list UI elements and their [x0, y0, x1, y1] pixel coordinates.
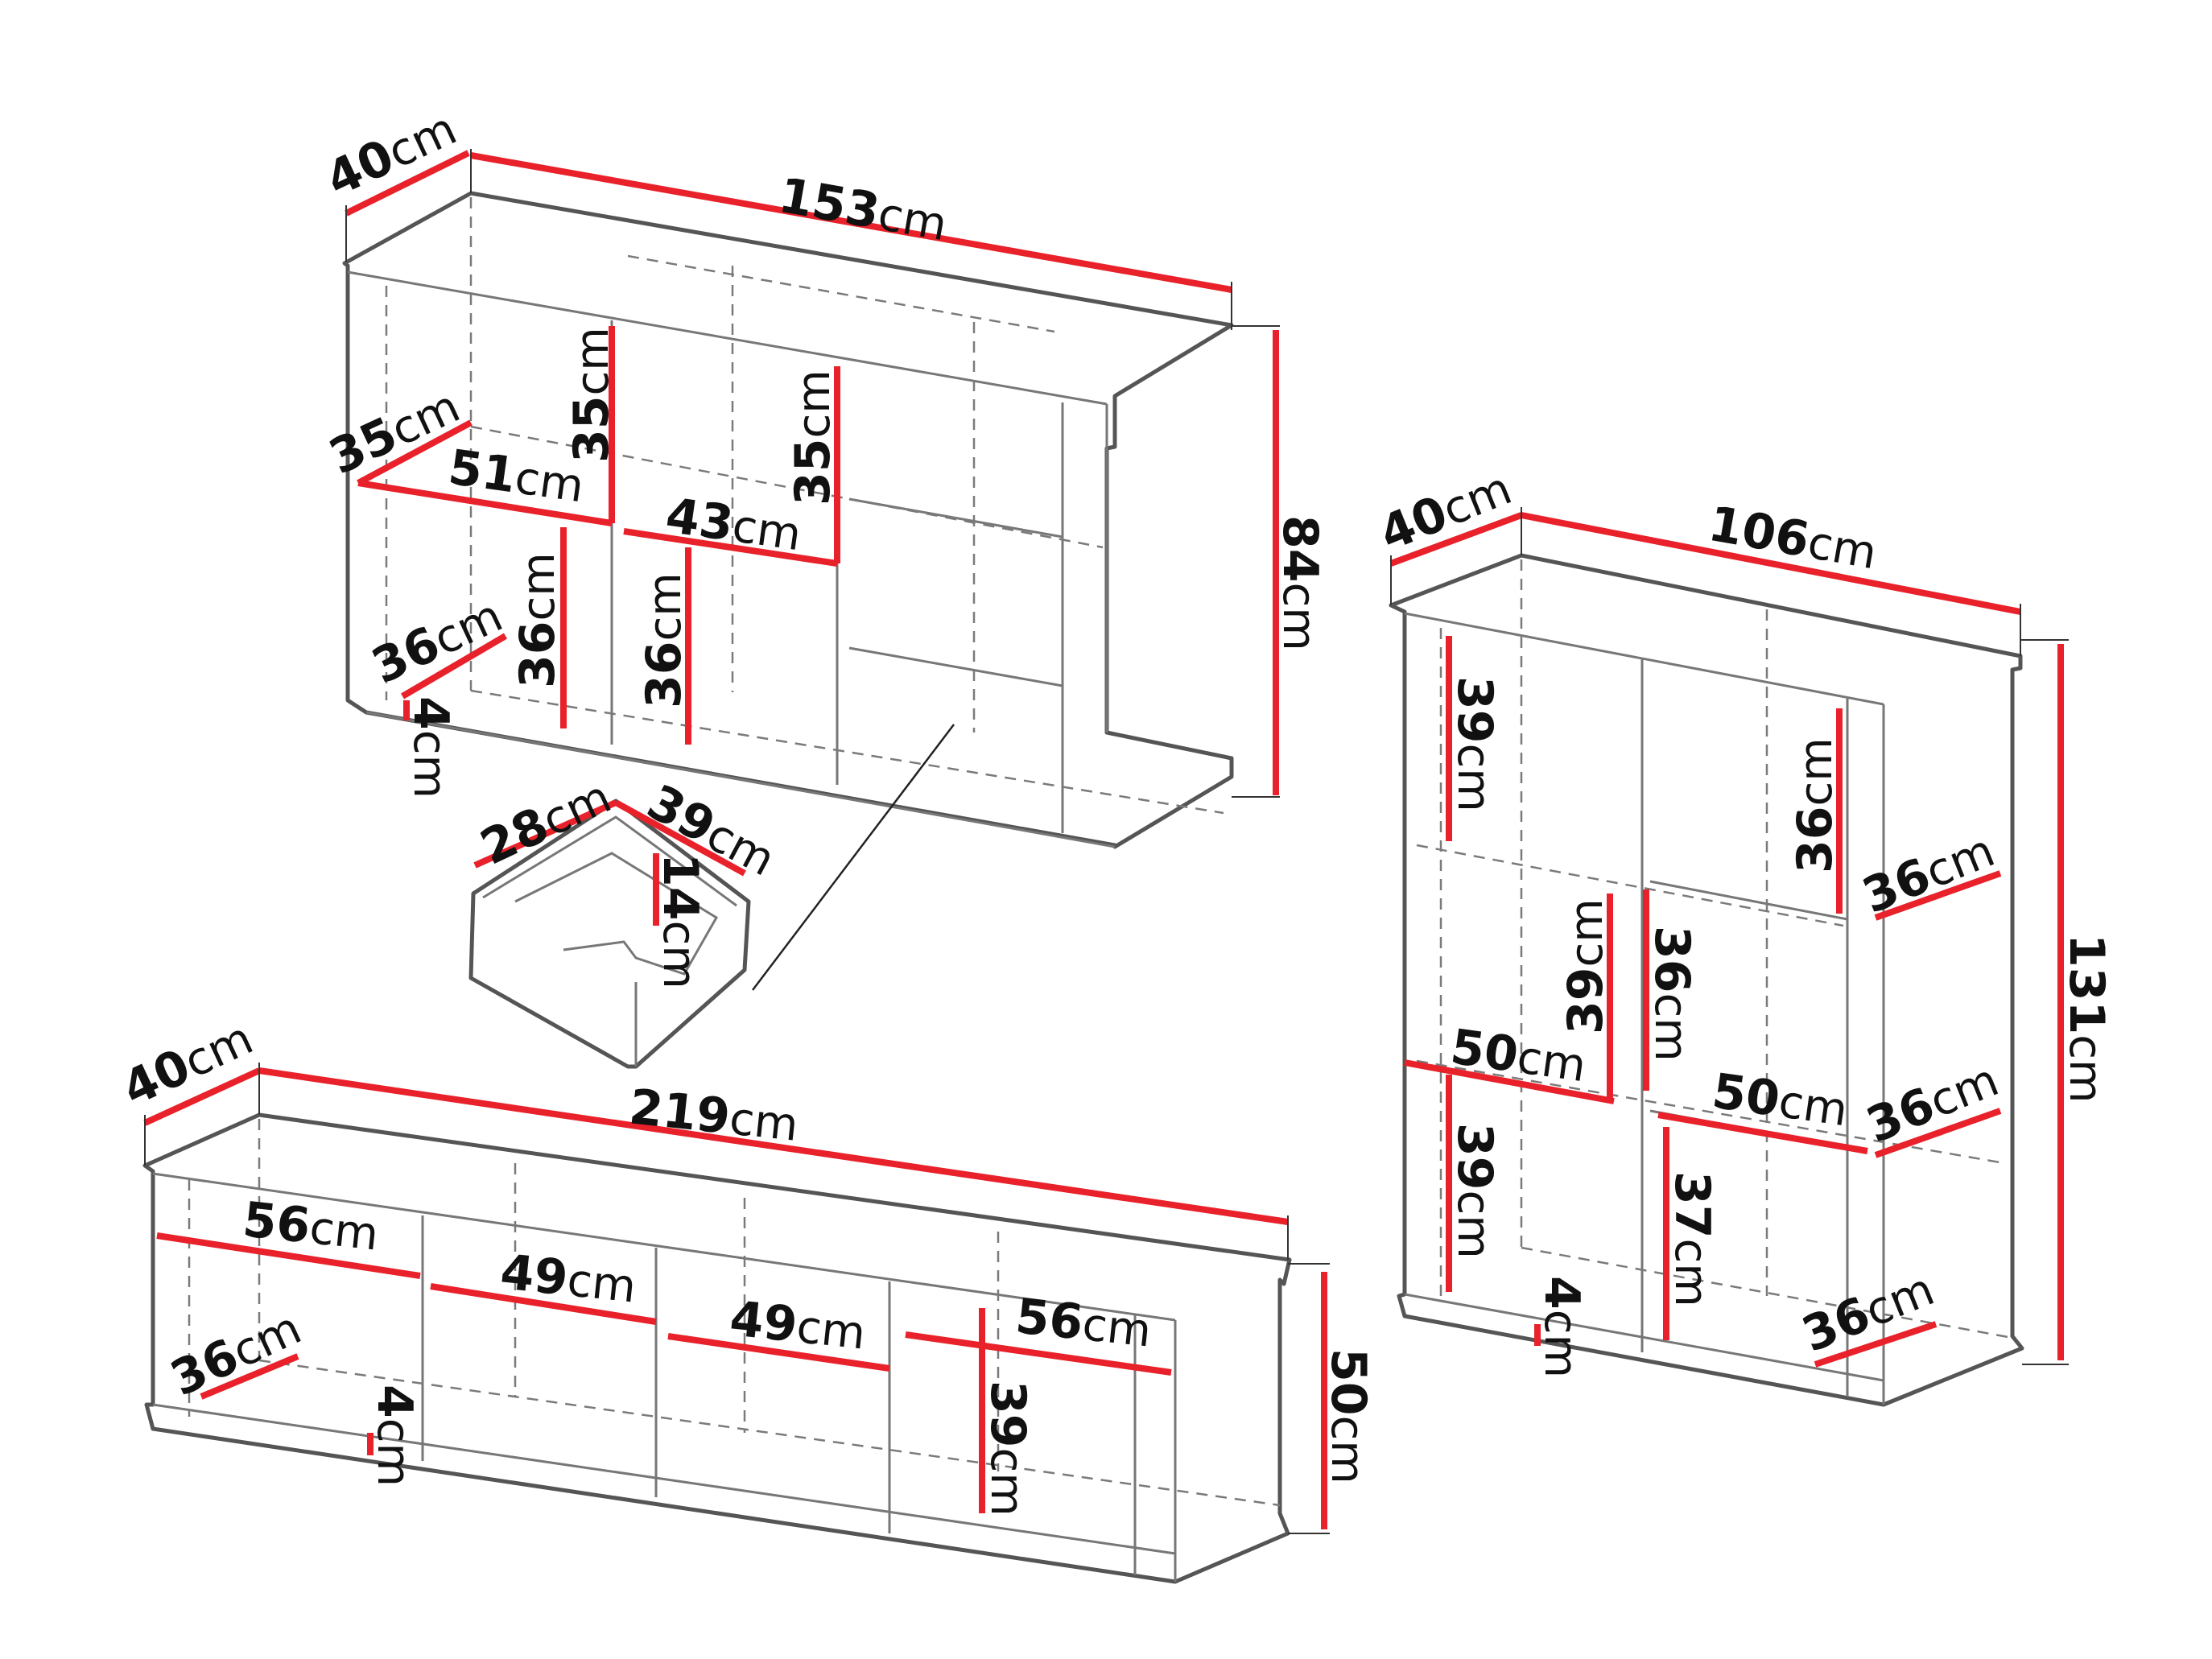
label-highboard-left-bottom-height: 39cm	[1446, 1123, 1503, 1259]
label-tv-unit-inner-height: 39cm	[980, 1380, 1036, 1517]
label-highboard-depth: 40cm	[1372, 460, 1519, 563]
tv-unit: 40cm 219cm 50cm 56cm 49cm 49cm 56cm 36cm…	[114, 1012, 1376, 1584]
label-sideboard-mid-shelf-width: 43cm	[662, 488, 805, 563]
label-highboard-left-shelf-width: 50cm	[1447, 1019, 1590, 1094]
label-highboard-plinth: 4cm	[1533, 1276, 1590, 1378]
tv-unit-hidden-lines	[188, 1119, 1281, 1507]
label-tv-unit-comp2-width: 49cm	[497, 1244, 638, 1314]
label-tv-unit-inner-depth: 36cm	[163, 1299, 310, 1408]
highboard-dimension-lines	[1389, 507, 2069, 1368]
sideboard: 40cm 153cm 84cm 35cm 35cm 51cm 35cm 43cm…	[318, 102, 1328, 849]
highboard-labels: 40cm 106cm 131cm 39cm 36cm 36cm 39cm 36c…	[1372, 460, 2115, 1378]
sideboard-dimension-lines	[345, 149, 1280, 798]
label-tv-unit-plinth: 4cm	[366, 1385, 423, 1487]
label-sideboard-left-shelf-width: 51cm	[445, 440, 588, 514]
label-highboard-height: 131cm	[2058, 934, 2115, 1104]
label-highboard-right-shelf-width: 50cm	[1709, 1063, 1851, 1138]
label-highboard-right-bottom-height: 37cm	[1664, 1171, 1720, 1307]
drawer-labels: 28cm 39cm 14cm	[473, 770, 783, 989]
label-sideboard-mid-lower-height: 36cm	[636, 572, 692, 708]
highboard: 40cm 106cm 131cm 39cm 36cm 36cm 39cm 36c…	[1372, 460, 2115, 1407]
label-tv-unit-height: 50cm	[1320, 1348, 1376, 1484]
label-sideboard-left-shelf-depth: 35cm	[321, 378, 468, 486]
label-highboard-left-top-height: 39cm	[1446, 676, 1503, 812]
label-sideboard-plinth: 4cm	[402, 696, 459, 799]
label-tv-unit-comp1-width: 56cm	[240, 1191, 381, 1261]
label-highboard-right-mid-depth: 36cm	[1859, 1051, 2006, 1154]
label-tv-unit-comp3-width: 49cm	[727, 1290, 868, 1360]
label-highboard-right-top-depth: 36cm	[1855, 822, 2002, 925]
label-tv-unit-comp4-width: 56cm	[1013, 1288, 1153, 1358]
label-sideboard-left-lower-height: 36cm	[510, 552, 566, 688]
label-sideboard-height: 84cm	[1272, 515, 1328, 651]
label-sideboard-left-upper-height: 35cm	[563, 327, 620, 463]
sideboard-labels: 40cm 153cm 84cm 35cm 35cm 51cm 35cm 43cm…	[318, 102, 1328, 799]
label-sideboard-width: 153cm	[774, 167, 951, 253]
label-highboard-right-mid-height: 36cm	[1644, 926, 1700, 1062]
sideboard-hidden-lines	[385, 197, 1224, 815]
label-highboard-left-mid-height: 39cm	[1558, 898, 1614, 1034]
label-sideboard-mid-upper-height: 35cm	[785, 369, 841, 506]
label-tv-unit-width: 219cm	[626, 1079, 801, 1153]
label-drawer-height: 14cm	[652, 853, 708, 989]
drawer-dimension-lines	[473, 799, 746, 926]
tv-unit-dimension-lines	[143, 1063, 1330, 1534]
label-highboard-right-top-height: 36cm	[1787, 737, 1843, 873]
